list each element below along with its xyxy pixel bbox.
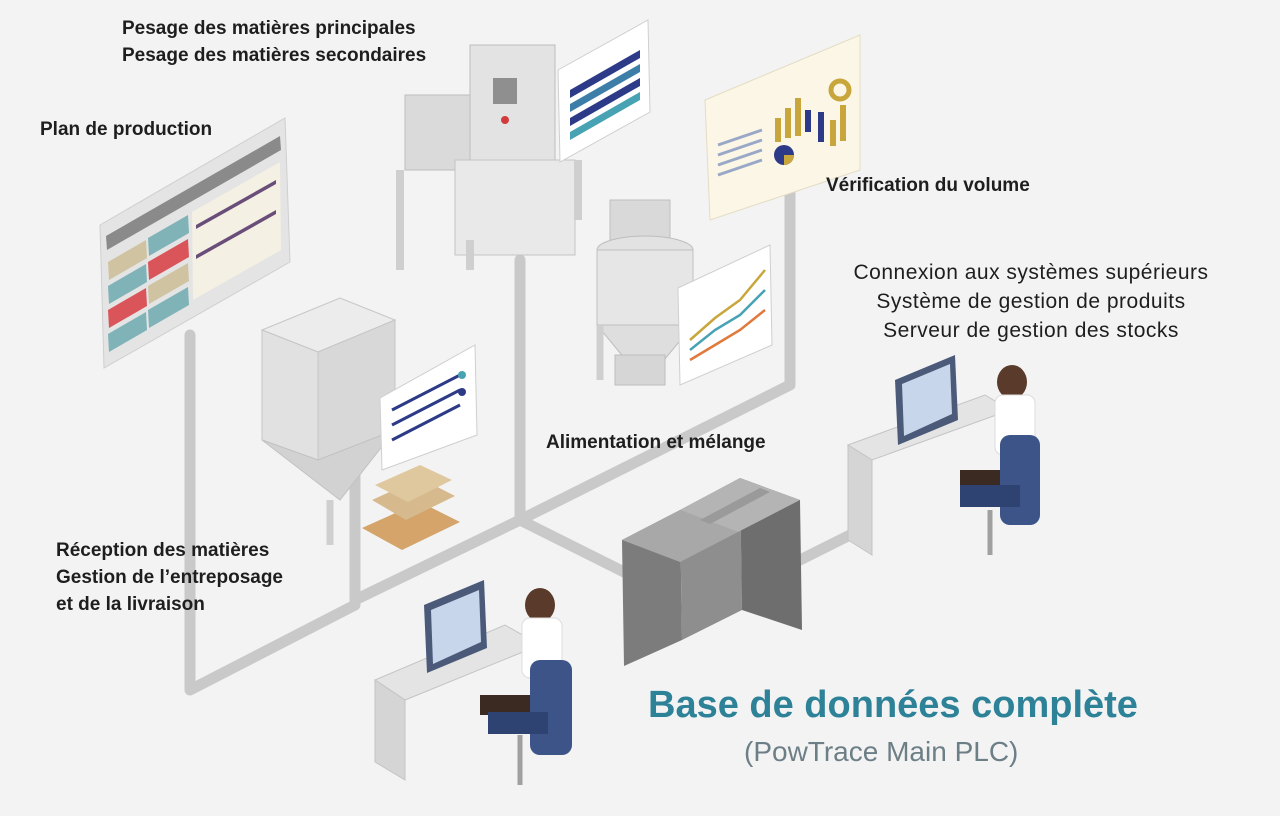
reception-materials-label: Réception des matières	[56, 540, 270, 561]
product-management-label: Système de gestion de produits	[876, 290, 1186, 313]
database-subtitle: (PowTrace Main PLC)	[744, 736, 1019, 767]
workstation-left	[373, 580, 572, 785]
feeding-mixing-label: Alimentation et mélange	[546, 432, 766, 453]
volume-verification-screen	[704, 34, 861, 221]
weighing-machine	[396, 19, 651, 270]
upper-systems-label: Connexion aux systèmes supérieurs Systèm…	[816, 258, 1246, 345]
upper-systems-connection-label: Connexion aux systèmes supérieurs	[853, 261, 1209, 284]
stock-server-label: Serveur de gestion des stocks	[883, 319, 1179, 342]
mixer-machine	[595, 199, 773, 386]
weighing-main-label: Pesage des matières principales	[122, 18, 416, 39]
storage-silo	[260, 297, 478, 550]
production-plan-label: Plan de production	[40, 119, 213, 140]
volume-check-label: Vérification du volume	[826, 175, 1030, 196]
delivery-label: et de la livraison	[56, 594, 205, 615]
workstation-right	[846, 355, 1040, 556]
weighing-label: Pesage des matières principales Pesage d…	[122, 15, 426, 69]
database-title: Base de données complète	[648, 684, 1138, 726]
production-plan-screen	[99, 117, 291, 369]
weighing-secondary-label: Pesage des matières secondaires	[122, 45, 427, 66]
storage-management-label: Gestion de l’entreposage	[56, 567, 283, 588]
reception-label: Réception des matières Gestion de l’entr…	[56, 537, 283, 618]
database-server	[622, 478, 802, 666]
